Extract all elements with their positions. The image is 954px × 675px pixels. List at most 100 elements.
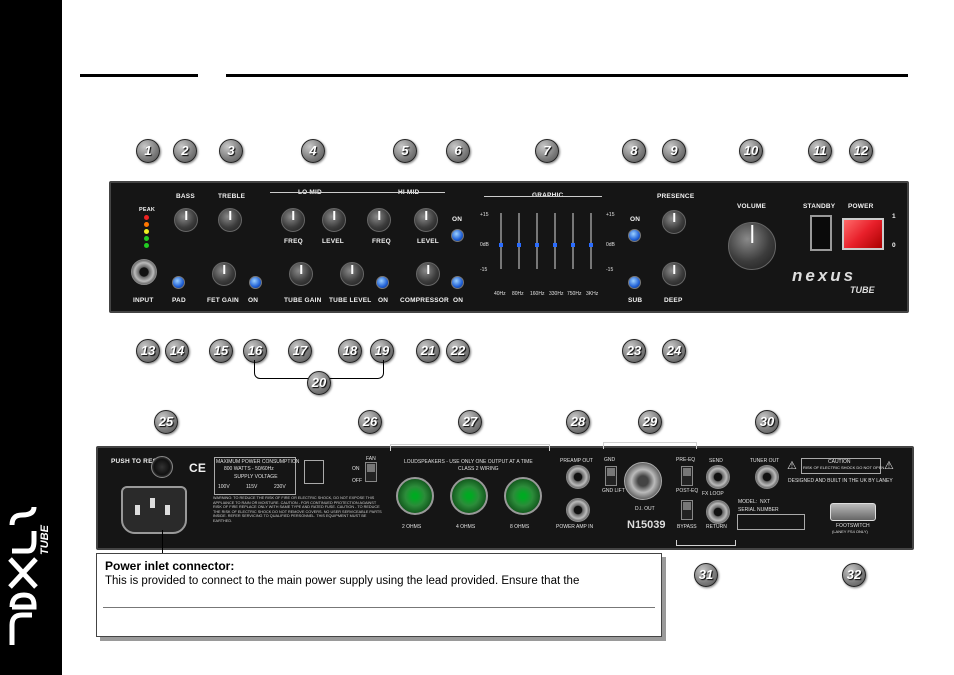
- info-box: Power inlet connector: This is provided …: [96, 553, 662, 637]
- info-box-body: This is provided to connect to the main …: [105, 575, 580, 587]
- eq-slider-led: [553, 243, 557, 247]
- return-jack[interactable]: [706, 500, 730, 524]
- power-switch[interactable]: [842, 218, 884, 250]
- info-box-divider: [103, 607, 655, 630]
- front-brand-sub: TUBE: [850, 285, 875, 295]
- preamp-out-jack[interactable]: [566, 465, 590, 489]
- peak-led-orange: [144, 222, 149, 227]
- callout-21: 21: [416, 339, 440, 363]
- compressor-label: COMPRESSOR: [400, 297, 449, 304]
- warning-triangle-icon-2: ⚠: [884, 460, 894, 472]
- svg-text:TUBE: TUBE: [39, 524, 51, 555]
- eq-db-plus-right: +15: [606, 212, 615, 218]
- bass-knob[interactable]: [174, 208, 198, 232]
- graphic-bracket-line: [484, 196, 602, 197]
- standby-label: STANDBY: [803, 203, 836, 210]
- pad-button[interactable]: [172, 276, 185, 289]
- power-inlet-pin: [150, 498, 155, 508]
- lo-mid-freq-knob[interactable]: [281, 208, 305, 232]
- compressor-on-label: ON: [453, 297, 464, 304]
- lo-mid-level-knob[interactable]: [322, 208, 346, 232]
- eq-slider-track: [518, 213, 520, 269]
- front-panel: [109, 181, 909, 313]
- sub-button[interactable]: [628, 276, 641, 289]
- tube-on-label: ON: [378, 297, 389, 304]
- tube-level-knob[interactable]: [340, 262, 364, 286]
- tuner-out-jack[interactable]: [755, 465, 779, 489]
- hi-mid-freq-label: FREQ: [372, 238, 391, 245]
- return-label: RETURN: [706, 524, 727, 530]
- tube-gain-knob[interactable]: [289, 262, 313, 286]
- mid-on-button[interactable]: [451, 229, 464, 242]
- fet-gain-on-label: ON: [248, 297, 259, 304]
- compressor-on-button[interactable]: [451, 276, 464, 289]
- send-label: SEND: [709, 458, 723, 464]
- footswitch-sub-label: (LANEY FS4 ONLY): [832, 529, 868, 534]
- tube-gain-label: TUBE GAIN: [284, 297, 322, 304]
- callout-22: 22: [446, 339, 470, 363]
- fet-gain-knob[interactable]: [212, 262, 236, 286]
- eq-band-label: 80Hz: [512, 291, 524, 297]
- callout-17: 17: [288, 339, 312, 363]
- deep-label: DEEP: [664, 297, 683, 304]
- compressor-knob[interactable]: [416, 262, 440, 286]
- speaker-out-4-ohms[interactable]: [450, 477, 488, 515]
- tube-on-button[interactable]: [376, 276, 389, 289]
- voltage-100-label: 100V: [218, 484, 230, 490]
- preamp-out-label: PREAMP OUT: [560, 458, 593, 464]
- peak-led-green: [144, 236, 149, 241]
- front-brand-logo: nexus: [792, 266, 857, 285]
- di-out-xlr[interactable]: [624, 462, 662, 500]
- fx-bracket: [676, 540, 736, 546]
- callout-6: 6: [446, 139, 470, 163]
- speaker-out-8-ohms[interactable]: [504, 477, 542, 515]
- push-to-reset-label: PUSH TO RESET: [111, 458, 166, 465]
- speaker-out-2-ohms[interactable]: [396, 477, 434, 515]
- pre-post-eq-switch[interactable]: [681, 466, 693, 486]
- model-label: MODEL:: [738, 499, 758, 505]
- eq-db-minus-left: -15: [480, 267, 488, 273]
- fet-gain-on-button[interactable]: [249, 276, 262, 289]
- standby-switch[interactable]: [810, 215, 832, 251]
- power-amp-in-jack[interactable]: [566, 498, 590, 522]
- fan-off-label: OFF: [352, 478, 362, 484]
- callout-7: 7: [535, 139, 559, 163]
- eq-slider-track: [590, 213, 592, 269]
- bypass-switch[interactable]: [681, 500, 693, 520]
- power-inlet[interactable]: [121, 486, 187, 534]
- gnd-lift-switch[interactable]: [605, 466, 617, 486]
- loudspeakers-label: LOUDSPEAKERS - USE ONLY ONE OUTPUT AT A …: [404, 459, 533, 465]
- power-on-mark: 1: [892, 213, 896, 220]
- input-jack[interactable]: [131, 259, 157, 285]
- deep-knob[interactable]: [662, 262, 686, 286]
- ohms-2-label: 2 OHMS: [402, 524, 422, 530]
- ohms-8-label: 8 OHMS: [510, 524, 530, 530]
- reset-button[interactable]: [151, 456, 173, 478]
- callout-12: 12: [849, 139, 873, 163]
- graphic-on-button[interactable]: [628, 229, 641, 242]
- volume-label: VOLUME: [737, 203, 767, 210]
- hi-mid-freq-knob[interactable]: [367, 208, 391, 232]
- voltage-115-label: 115V: [246, 484, 258, 490]
- caution-box: [801, 458, 881, 474]
- graphic-label: GRAPHIC: [532, 192, 563, 199]
- footswitch-connector[interactable]: [830, 503, 876, 521]
- ce-mark: CE: [189, 461, 207, 475]
- eq-band-label: 40Hz: [494, 291, 506, 297]
- power-consumption-label: MAXIMUM POWER CONSUMPTION: [216, 459, 300, 465]
- presence-knob[interactable]: [662, 210, 686, 234]
- treble-knob[interactable]: [218, 208, 242, 232]
- callout-11: 11: [808, 139, 832, 163]
- send-jack[interactable]: [706, 465, 730, 489]
- hi-mid-level-knob[interactable]: [414, 208, 438, 232]
- supply-voltage-label: SUPPLY VOLTAGE: [234, 474, 278, 480]
- volume-knob[interactable]: [728, 222, 776, 270]
- fan-switch[interactable]: [365, 462, 377, 482]
- warning-text: WARNING: TO REDUCE THE RISK OF FIRE OR E…: [213, 496, 382, 523]
- callout-25: 25: [154, 410, 178, 434]
- nexus-tube-logo: TUBE: [8, 506, 51, 645]
- fan-label: FAN: [366, 456, 376, 462]
- power-inlet-pin: [135, 505, 140, 515]
- callout-16: 16: [243, 339, 267, 363]
- eq-band-label: 750Hz: [567, 291, 582, 297]
